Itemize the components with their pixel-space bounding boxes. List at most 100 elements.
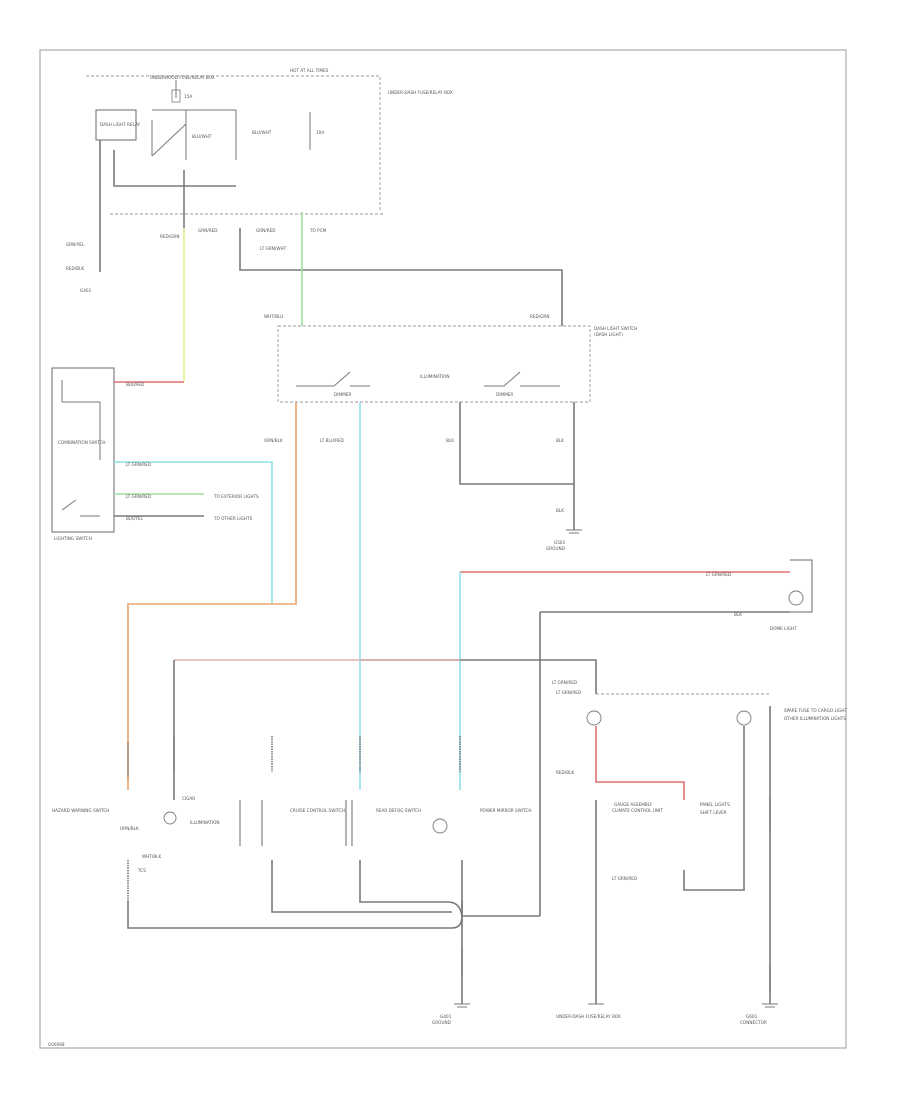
wire-panel-feed bbox=[360, 659, 597, 694]
ground-symbol-g601: G601 CONNECTOR bbox=[740, 1003, 778, 1025]
panel-lights-label: PANEL LIGHTS bbox=[700, 802, 730, 807]
to-pcm-label: TO PCM bbox=[309, 228, 327, 233]
underhood-fuse-label: UNDERHOOD FUSE/RELAY BOX bbox=[150, 75, 215, 80]
wire-dash-relay bbox=[239, 228, 563, 326]
relay-box-ground: UNDER-DASH FUSE/RELAY BOX bbox=[556, 1003, 621, 1019]
wht-blk-label: WHT/BLK bbox=[142, 854, 161, 859]
wire-label-c7: LT GRN/WHT bbox=[260, 246, 287, 251]
blk-b-label: BLK bbox=[556, 438, 564, 443]
dome-sub-text2-label: OTHER ILLUMINATION LIGHTS bbox=[784, 716, 846, 721]
to-illumination-label: TO EXTERIOR LIGHTS bbox=[213, 494, 259, 499]
blk-c-label: BLK bbox=[556, 508, 564, 513]
ground-g401-top: G401 bbox=[80, 288, 92, 293]
wire-bus-right bbox=[461, 860, 540, 1004]
lt-grn-red-b-label: LT GRN/RED bbox=[126, 462, 151, 467]
to-other-label: TO OTHER LIGHTS bbox=[213, 516, 253, 521]
power-mirror-bulb bbox=[432, 818, 448, 834]
wire-label-c6: GRN/RED bbox=[198, 228, 217, 233]
svg-text:BLU/WHT: BLU/WHT bbox=[192, 134, 212, 139]
svg-text:GROUND: GROUND bbox=[546, 546, 565, 551]
dash-light-switch-label: DASH LIGHT SWITCH bbox=[594, 326, 637, 331]
underhood-box-outline bbox=[86, 75, 381, 212]
svg-text:G501: G501 bbox=[554, 540, 566, 545]
wire-orange bbox=[127, 402, 297, 790]
dome-sub-text-label: SPARE FUSE TO CARGO LIGHT bbox=[784, 708, 847, 713]
combination-switch-box bbox=[51, 367, 115, 533]
dimmer-switch-a: DIMMER bbox=[296, 371, 370, 397]
lt-grn-red-right-label: LT GRN/RED bbox=[706, 572, 731, 577]
relay-label: DASH LIGHT RELAY bbox=[100, 122, 141, 127]
wire-red-panel bbox=[595, 726, 685, 800]
hazard-warning-label: HAZARD WARNING SWITCH bbox=[52, 808, 109, 813]
svg-text:DIMMER: DIMMER bbox=[496, 392, 513, 397]
blk-right-label: BLK bbox=[734, 612, 742, 617]
relay-box bbox=[95, 109, 137, 141]
svg-text:G401: G401 bbox=[440, 1014, 452, 1019]
cigar-bulb bbox=[163, 811, 177, 825]
footer-code: G00068 bbox=[48, 1042, 65, 1047]
blk-yel-label: BLK/YEL bbox=[126, 516, 144, 521]
tcm-label: TCS bbox=[137, 868, 146, 873]
ground-symbol-g501: G501 GROUND bbox=[546, 529, 582, 551]
defog-switch-bracket bbox=[345, 800, 353, 846]
svg-text:GROUND: GROUND bbox=[432, 1020, 451, 1025]
dash-light-switch-box bbox=[277, 325, 591, 403]
panel-light-bulb-a bbox=[586, 710, 602, 726]
lt-grn-red-mid-label: LT GRN/RED bbox=[552, 680, 577, 685]
cruise-label: CRUISE CONTROL SWITCH bbox=[290, 808, 345, 813]
hot-at-all-times-label: HOT AT ALL TIMES bbox=[290, 68, 329, 73]
under-dash-fuse-label: UNDER-DASH FUSE/RELAY BOX bbox=[388, 90, 453, 95]
lt-blu-red-label: LT BLU/RED bbox=[320, 438, 344, 443]
red-blk-right-label: RED/BLK bbox=[556, 770, 574, 775]
lighting-switch-label: LIGHTING SWITCH bbox=[54, 536, 92, 541]
dome-light-label: DOME LIGHT bbox=[770, 626, 797, 631]
climate-label: CLIMATE CONTROL UNIT bbox=[612, 808, 663, 813]
combination-switch-label: COMBINATION SWITCH bbox=[58, 440, 106, 445]
fuse-10a: 10A BLU/WHT bbox=[252, 112, 324, 150]
wire-relay-mid bbox=[113, 150, 236, 187]
wire-label-c4: RED/BLK bbox=[66, 266, 84, 271]
svg-text:15A: 15A bbox=[184, 94, 192, 99]
dash-light-switch-sub: (DASH LIGHT) bbox=[594, 332, 623, 337]
cigar-label: CIGAR bbox=[182, 796, 195, 801]
svg-text:BLU/WHT: BLU/WHT bbox=[252, 130, 272, 135]
svg-text:G601: G601 bbox=[746, 1014, 758, 1019]
orn-blk-left-label: ORN/BLK bbox=[120, 826, 139, 831]
orange-wire-label: ORN/BLK bbox=[264, 438, 283, 443]
dimmer-switch-b: DIMMER bbox=[484, 371, 560, 397]
lt-grn-red-d-label: LT GRN/RED bbox=[556, 690, 581, 695]
svg-text:UNDER-DASH FUSE/RELAY BOX: UNDER-DASH FUSE/RELAY BOX bbox=[556, 1014, 621, 1019]
wht-blu-label: WHT/BLU bbox=[264, 314, 283, 319]
lt-grn-red-c-label: LT GRN/RED bbox=[126, 494, 151, 499]
wire-bottom-bus bbox=[127, 860, 463, 929]
illumination-label: ILLUMINATION bbox=[420, 374, 450, 379]
wire-label-c3: GRN/YEL bbox=[66, 242, 85, 247]
wire-blk-right bbox=[539, 611, 790, 916]
red-grn-upper-label: RED/GRN bbox=[530, 314, 549, 319]
wire-bus-mid bbox=[359, 860, 463, 917]
svg-text:DIMMER: DIMMER bbox=[334, 392, 351, 397]
gauge-assembly-label: GAUGE ASSEMBLY bbox=[614, 802, 652, 807]
wire-label-c6b: GRN/RED bbox=[256, 228, 275, 233]
ignition-label: ILLUMINATION bbox=[190, 820, 220, 825]
power-mirror-label: POWER MIRROR SWITCH bbox=[480, 808, 531, 813]
wire-light-blue-left bbox=[114, 461, 273, 604]
panel-light-bulb-b bbox=[736, 710, 752, 726]
relay-switch: BLU/WHT bbox=[151, 109, 237, 160]
svg-text:10A: 10A bbox=[316, 130, 324, 135]
cruise-switch-bracket bbox=[239, 800, 263, 846]
wire-label-c5: RED/GRN bbox=[160, 234, 179, 239]
wire-blk-a bbox=[459, 402, 575, 485]
sub-a-label: BLK/RED bbox=[126, 382, 144, 387]
dome-light-bracket bbox=[790, 559, 813, 613]
blk-a-label: BLK bbox=[446, 438, 454, 443]
fuse-15a: 15A bbox=[171, 80, 192, 103]
shift-lever-label: SHIFT LEVER bbox=[700, 810, 727, 815]
wire-panel-right bbox=[683, 726, 745, 891]
diagram-frame bbox=[39, 49, 847, 1049]
rear-defog-label: REAR DEFOG SWITCH bbox=[376, 808, 421, 813]
lt-grn-red-e-label: LT GRN/RED bbox=[612, 876, 637, 881]
svg-text:CONNECTOR: CONNECTOR bbox=[740, 1020, 767, 1025]
dome-light-bulb bbox=[788, 590, 804, 606]
